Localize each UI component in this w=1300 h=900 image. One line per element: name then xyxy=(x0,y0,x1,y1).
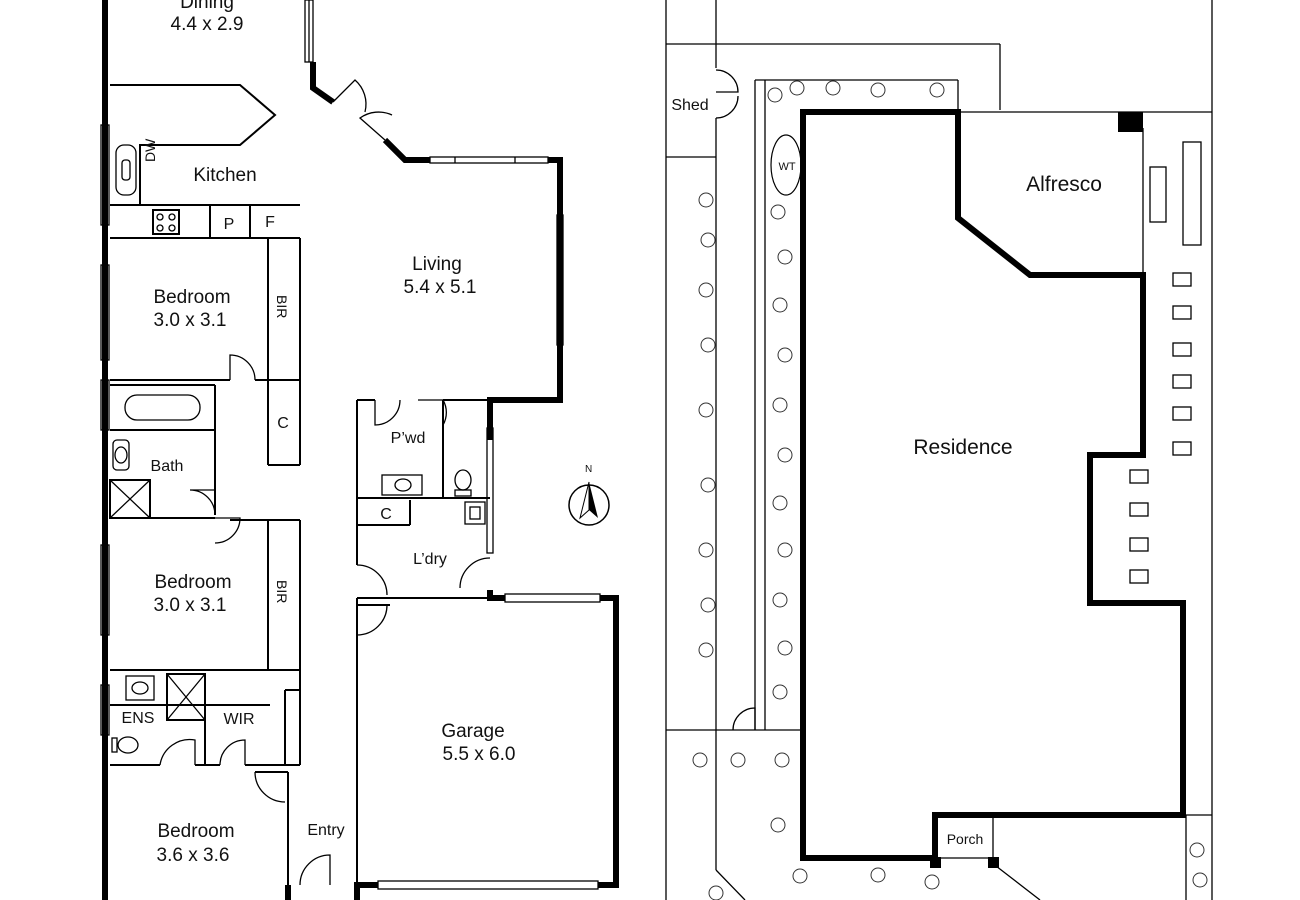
room-garage-name: Garage xyxy=(441,721,504,742)
room-bedroom2-dims: 3.0 x 3.1 xyxy=(154,595,227,616)
room-garage-dims: 5.5 x 6.0 xyxy=(443,744,516,765)
label-pantry: P xyxy=(224,216,235,233)
label-bir1: BIR xyxy=(274,295,290,318)
compass-label: N xyxy=(585,464,592,475)
room-kitchen-name: Kitchen xyxy=(193,165,256,186)
room-bedroom3-dims: 3.6 x 3.6 xyxy=(157,845,230,866)
room-powder-name: P’wd xyxy=(391,430,426,447)
room-bedroom3-name: Bedroom xyxy=(157,821,234,842)
room-labels: Dining 4.4 x 2.9 Kitchen Living 5.4 x 5.… xyxy=(122,0,516,866)
room-entry-name: Entry xyxy=(307,822,344,839)
room-living-dims: 5.4 x 5.1 xyxy=(404,277,477,298)
room-dining-name: Dining xyxy=(180,0,234,13)
label-fridge: F xyxy=(265,214,275,231)
windows xyxy=(100,0,601,890)
alfresco-label: Alfresco xyxy=(1026,173,1102,196)
room-bath-name: Bath xyxy=(151,458,184,475)
shrub-icons xyxy=(692,80,1208,900)
water-tank-icon xyxy=(770,134,802,196)
room-laundry-name: L’dry xyxy=(413,551,447,568)
room-ensuite-name: ENS xyxy=(122,710,155,727)
label-cupboard2: C xyxy=(380,506,392,523)
shed-label: Shed xyxy=(671,97,708,114)
room-bedroom1-dims: 3.0 x 3.1 xyxy=(154,310,227,331)
label-cupboard1: C xyxy=(277,415,289,432)
site-labels: Residence Alfresco Porch Shed WT xyxy=(671,97,1102,847)
site-plan: Residence Alfresco Porch Shed WT xyxy=(665,0,1213,900)
compass-icon: N xyxy=(568,464,610,526)
water-tank-label: WT xyxy=(778,161,795,173)
doors xyxy=(159,79,491,886)
label-bir2: BIR xyxy=(274,580,290,603)
room-living-name: Living xyxy=(412,254,462,275)
pavers xyxy=(1129,141,1202,584)
interior-walls xyxy=(109,84,490,885)
residence-outline xyxy=(800,109,1186,868)
residence-label: Residence xyxy=(913,436,1012,459)
room-wir-name: WIR xyxy=(223,711,254,728)
boundaries xyxy=(665,0,1213,900)
exterior-walls xyxy=(102,0,619,900)
label-dw: DW xyxy=(142,138,158,162)
porch-label: Porch xyxy=(947,831,984,847)
room-bedroom2-name: Bedroom xyxy=(154,572,231,593)
room-dining-dims: 4.4 x 2.9 xyxy=(171,14,244,35)
room-bedroom1-name: Bedroom xyxy=(153,287,230,308)
floor-plan: N Dining 4.4 x 2.9 Kitchen Living 5.4 x … xyxy=(100,0,619,900)
